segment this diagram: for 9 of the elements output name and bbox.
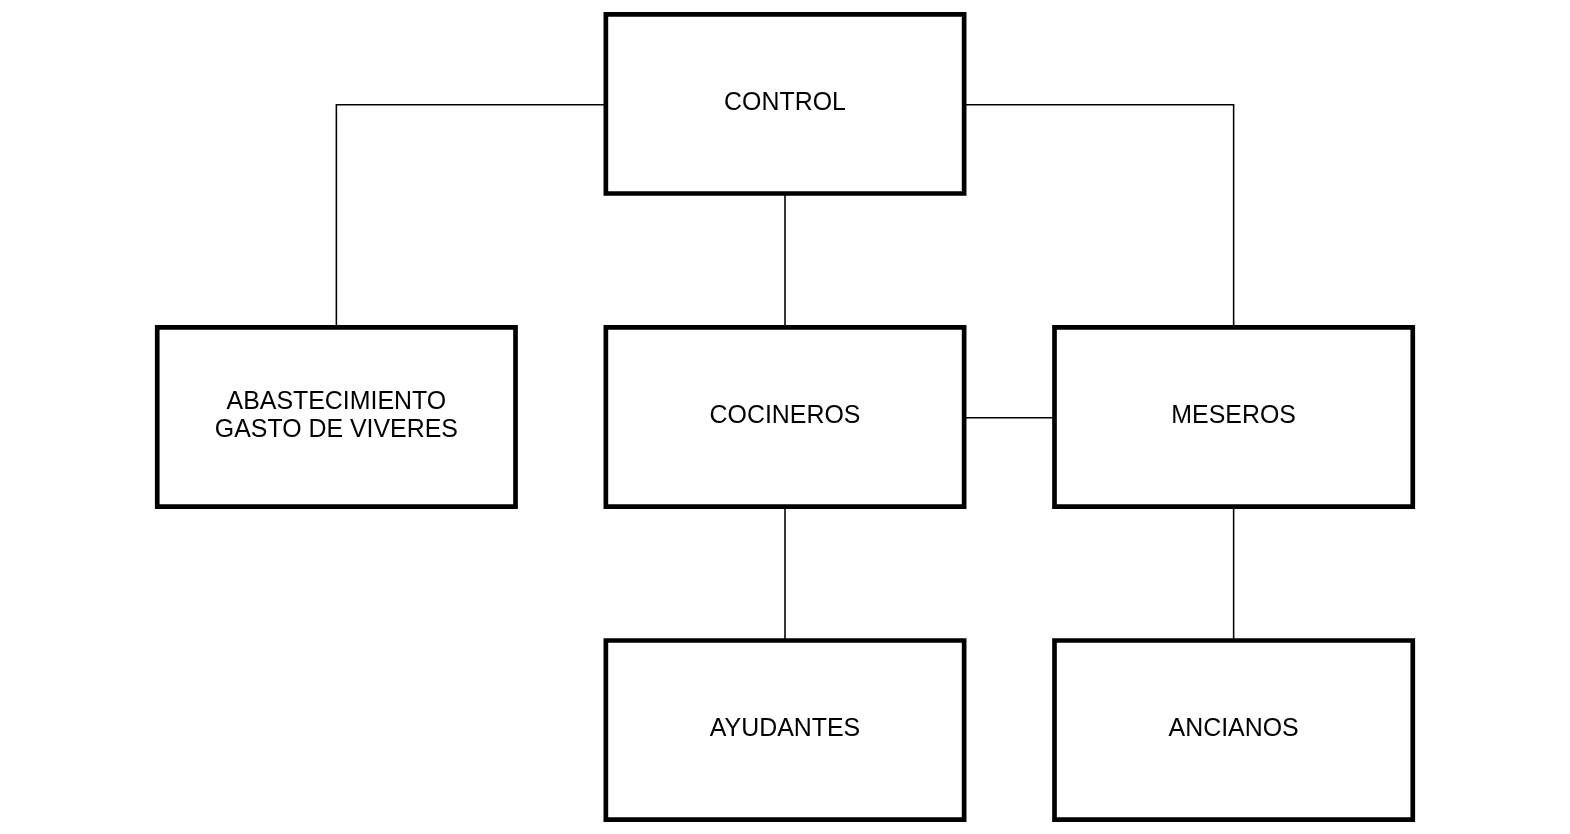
node-box: MESEROS [1052,325,1416,509]
node-box: COCINEROS [603,325,967,509]
connector [963,103,1235,328]
node-box: CONTROL [603,12,967,196]
connector [963,417,1055,419]
node-box: ANCIANOS [1052,638,1416,822]
connector [335,103,607,328]
node-box: AYUDANTES [603,638,967,822]
node-box: ABASTECIMIENTO GASTO DE VIVERES [154,325,518,509]
